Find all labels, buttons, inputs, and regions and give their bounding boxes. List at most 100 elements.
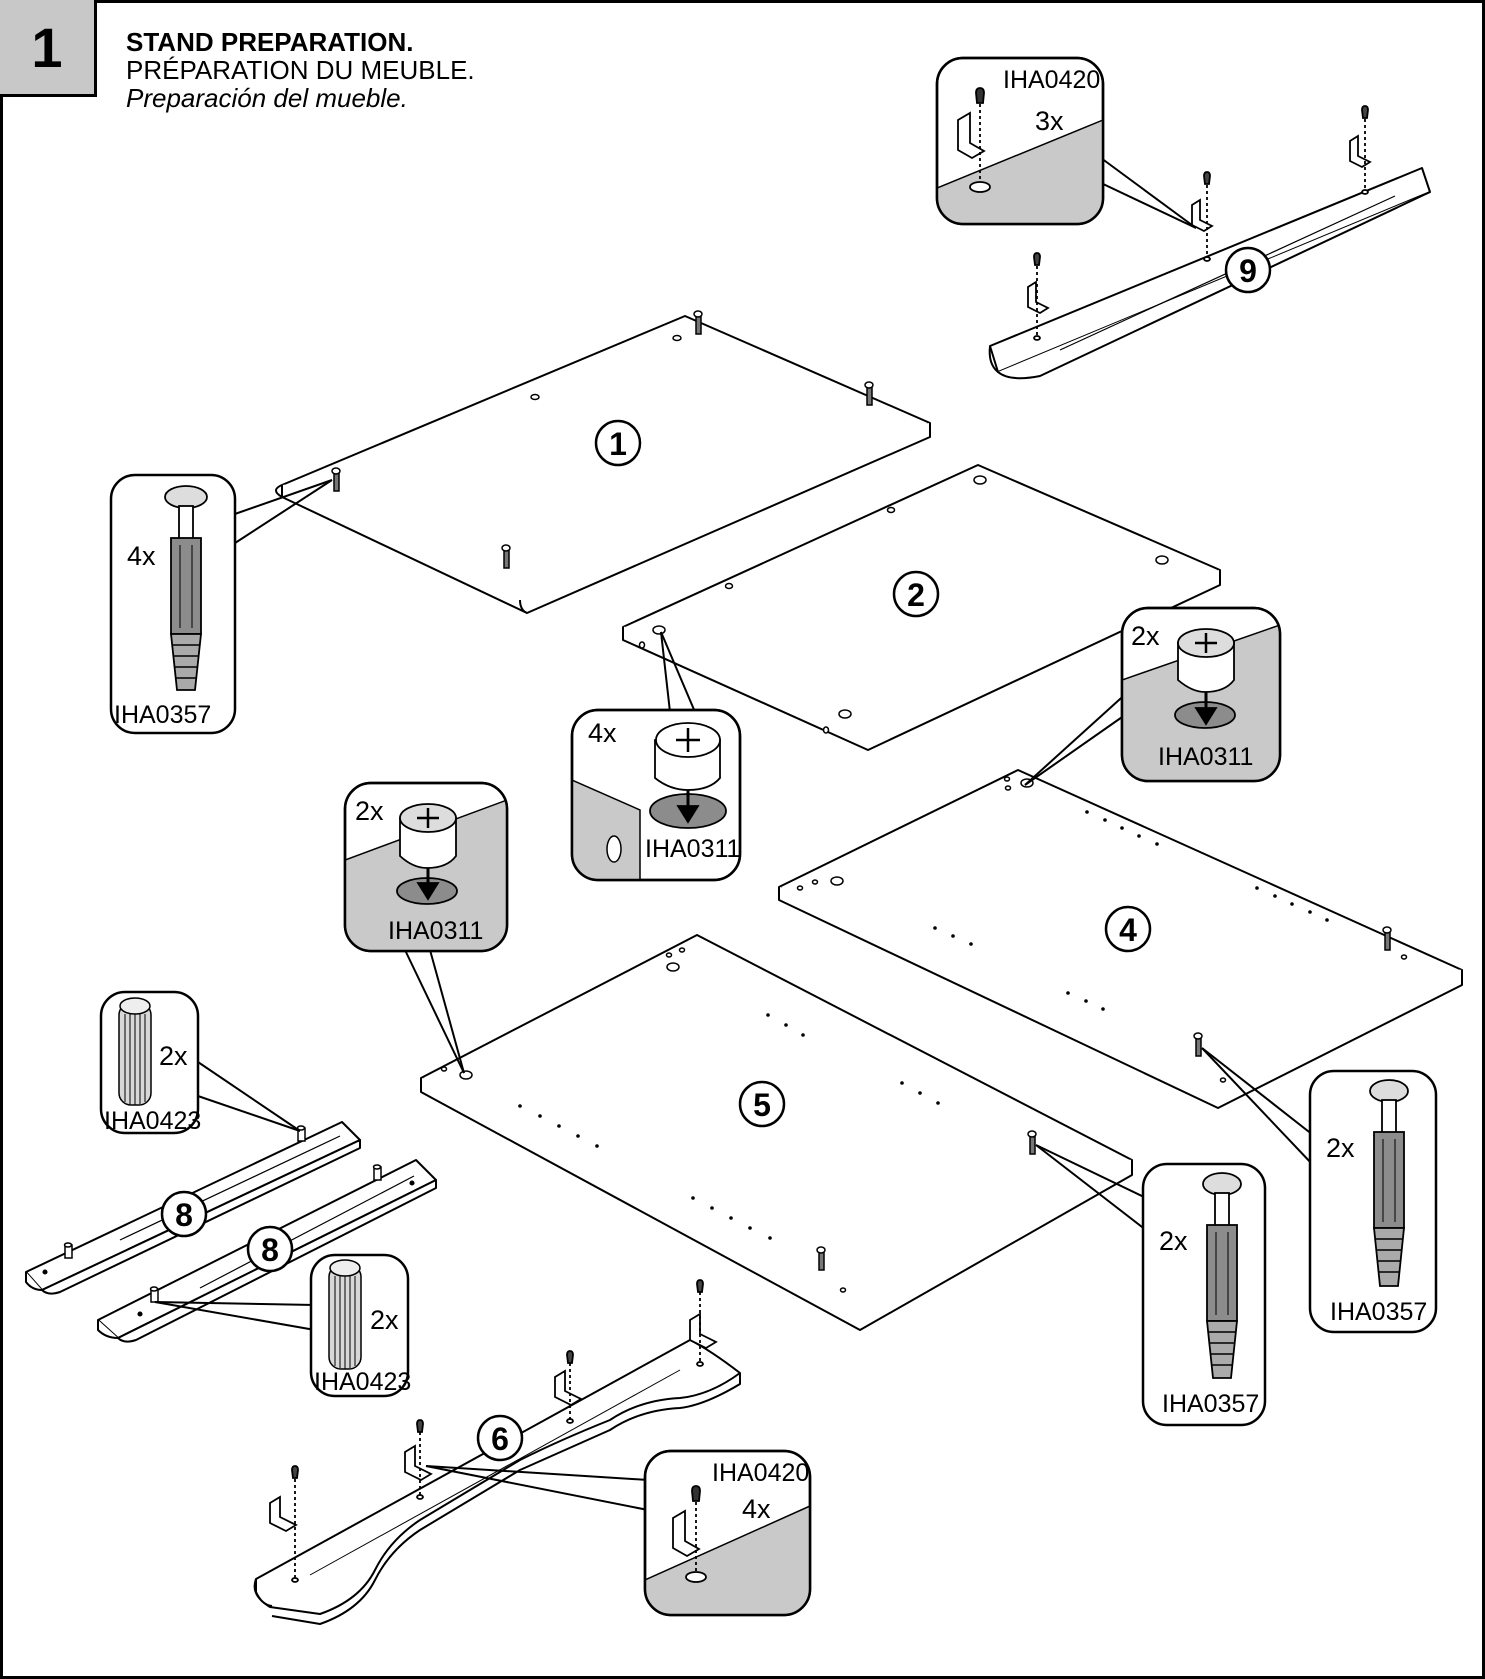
cam-bolt-4b xyxy=(1193,1032,1203,1057)
callout-9-qty: 3x xyxy=(1035,106,1064,136)
callout-pointer-4a xyxy=(1024,689,1131,786)
callout-1-qty: 4x xyxy=(127,541,156,571)
part-label-8b: 8 xyxy=(246,1225,294,1273)
callout-8a: 2x IHA0423 xyxy=(99,990,201,1135)
part-8b-number: 8 xyxy=(261,1232,279,1268)
callout-4a-qty: 2x xyxy=(1131,621,1160,651)
bracket-6c xyxy=(554,1350,583,1424)
callout-5a-code: IHA0311 xyxy=(388,917,483,945)
dowel-holes-4 xyxy=(933,810,1329,1011)
part-5-number: 5 xyxy=(753,1087,771,1123)
callout-8a-code: IHA0423 xyxy=(104,1107,201,1135)
dowels-8a xyxy=(42,1125,306,1275)
part-2-number: 2 xyxy=(907,577,925,613)
angle-brackets-panel-6 xyxy=(269,1279,718,1583)
callout-9-code: IHA0420 xyxy=(1003,66,1100,94)
bracket-icon xyxy=(957,87,991,193)
part-6-number: 6 xyxy=(491,1421,509,1457)
bracket-9a xyxy=(1027,252,1050,341)
callout-pointer-8b xyxy=(154,1301,316,1331)
callout-5b: 2x IHA0357 xyxy=(1141,1162,1267,1427)
part-4-number: 4 xyxy=(1119,912,1137,948)
callout-pointer-6 xyxy=(425,1465,649,1511)
callout-1-code: IHA0357 xyxy=(114,701,211,729)
part-label-4: 4 xyxy=(1104,905,1152,953)
cam-lock-icon xyxy=(1174,628,1236,729)
part-label-8a: 8 xyxy=(160,1190,208,1238)
callout-4a: 2x IHA0311 xyxy=(1120,606,1282,783)
callout-pointer-2 xyxy=(660,631,696,713)
part-8a-number: 8 xyxy=(175,1197,193,1233)
cam-bolt-4a xyxy=(1382,926,1392,951)
callout-5b-code: IHA0357 xyxy=(1162,1390,1259,1418)
callout-6: IHA0420 4x xyxy=(643,1449,812,1617)
callout-2-code: IHA0311 xyxy=(645,835,740,863)
angle-brackets-panel-9 xyxy=(1027,105,1372,341)
callout-9: IHA0420 3x xyxy=(935,56,1105,226)
callout-4b-qty: 2x xyxy=(1326,1133,1355,1163)
step-titles: STAND PREPARATION. PRÉPARATION DU MEUBLE… xyxy=(126,28,475,112)
title-es: Preparación del mueble. xyxy=(126,83,408,113)
callout-pointer-5b xyxy=(1035,1144,1147,1231)
callout-2: 4x IHA0311 xyxy=(570,708,742,882)
part-9-number: 9 xyxy=(1239,253,1257,289)
callout-1: 4x IHA0357 xyxy=(109,473,237,735)
callout-4b-code: IHA0357 xyxy=(1330,1298,1427,1326)
callout-pointer-5a xyxy=(404,949,465,1074)
callout-6-code: IHA0420 xyxy=(712,1459,809,1487)
callout-pointer-9 xyxy=(1100,157,1197,229)
callout-8b-code: IHA0423 xyxy=(314,1368,411,1396)
panel-6 xyxy=(253,1339,741,1625)
cam-lock-icon xyxy=(396,803,458,905)
bracket-9b xyxy=(1191,171,1214,262)
callout-pointer-1 xyxy=(231,479,333,546)
dowel-holes-5 xyxy=(518,1013,940,1240)
title-fr: PRÉPARATION DU MEUBLE. xyxy=(126,55,475,85)
dowels-8b xyxy=(137,1164,415,1317)
cam-bolt-5a xyxy=(1027,1130,1037,1155)
cam-bolt-1b xyxy=(864,381,874,406)
callout-8b: 2x IHA0423 xyxy=(309,1253,411,1398)
callout-6-qty: 4x xyxy=(742,1494,771,1524)
title-en: STAND PREPARATION. xyxy=(126,27,414,57)
callout-8a-qty: 2x xyxy=(159,1041,188,1071)
cam-bolt-1a xyxy=(693,310,703,335)
part-label-2: 2 xyxy=(892,570,940,618)
callout-5a: 2x IHA0311 xyxy=(343,781,509,953)
panel-5-holes xyxy=(440,947,1037,1293)
callout-4b: 2x IHA0357 xyxy=(1308,1069,1438,1334)
callout-5a-qty: 2x xyxy=(355,796,384,826)
cam-bolt-1d xyxy=(501,544,511,569)
bracket-9c xyxy=(1349,105,1372,195)
part-label-9: 9 xyxy=(1224,246,1272,294)
callout-pointer-4b xyxy=(1201,1047,1314,1166)
part-label-5: 5 xyxy=(738,1080,786,1128)
dowel-icon xyxy=(328,1259,362,1370)
callout-8b-qty: 2x xyxy=(370,1305,399,1335)
part-1-number: 1 xyxy=(609,426,627,462)
callout-5b-qty: 2x xyxy=(1159,1226,1188,1256)
cam-bolt-icon xyxy=(1369,1079,1409,1287)
callout-pointer-8a xyxy=(194,1059,301,1132)
panel-9 xyxy=(988,167,1431,380)
cam-bolt-5b xyxy=(816,1246,826,1271)
cam-bolt-1c xyxy=(331,467,341,492)
callout-4a-code: IHA0311 xyxy=(1158,743,1253,771)
panel-1-holes xyxy=(331,310,874,569)
cam-lock-icon xyxy=(649,722,727,829)
cam-bolt-icon xyxy=(1202,1172,1242,1379)
callout-2-qty: 4x xyxy=(588,718,617,748)
part-label-6: 6 xyxy=(476,1414,524,1462)
panel-5 xyxy=(420,934,1133,1331)
cam-bolt-icon xyxy=(164,485,208,691)
bracket-icon xyxy=(672,1485,707,1583)
step-number: 1 xyxy=(0,0,97,97)
dowel-icon xyxy=(118,997,152,1106)
part-label-1: 1 xyxy=(594,419,642,467)
bracket-6d xyxy=(689,1279,718,1367)
bracket-6a xyxy=(269,1465,299,1583)
step-number-text: 1 xyxy=(31,15,63,79)
bracket-6b xyxy=(404,1419,433,1500)
